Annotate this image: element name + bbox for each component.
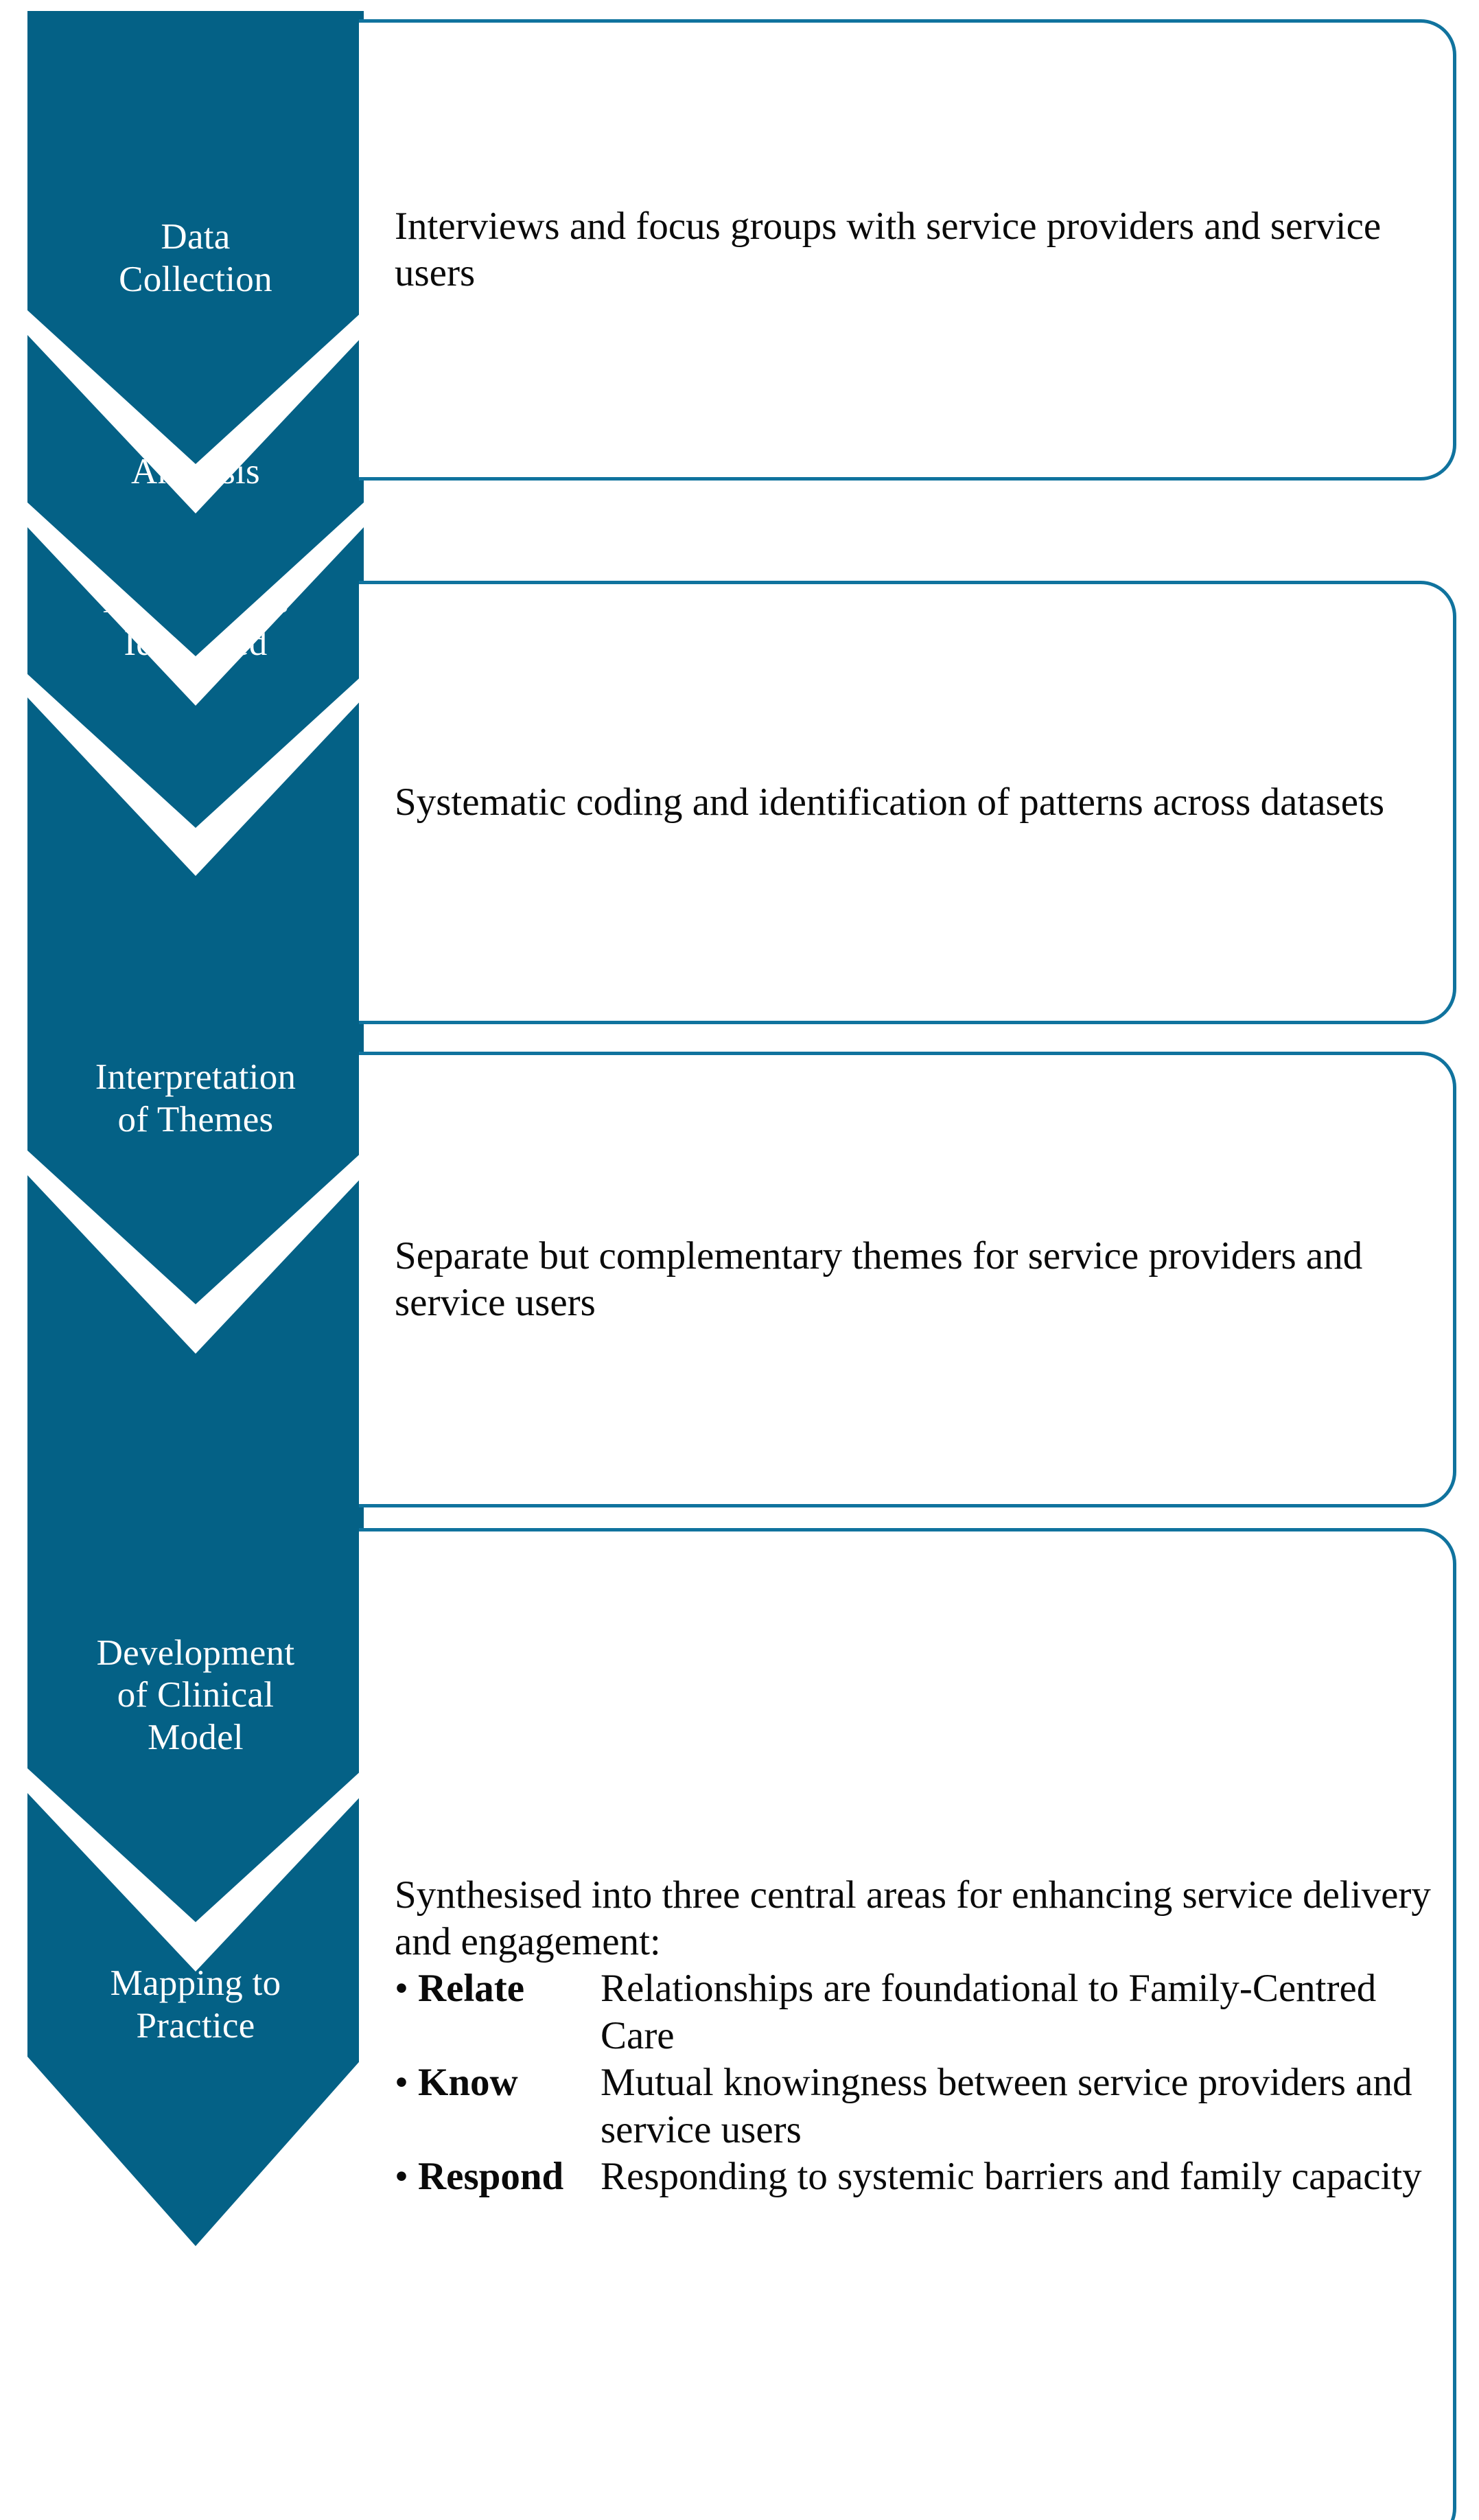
detail-lead-key-themes-identified: Separate but complementary themes for se…	[395, 1234, 1363, 1324]
stage-label-interpretation-of-themes: Interpretation of Themes	[95, 1057, 296, 1140]
detail-lead-data-collection: Interviews and focus groups with service…	[395, 204, 1382, 294]
domain-term: Relate	[418, 1967, 525, 2011]
bullet-dot-icon: •	[395, 2061, 408, 2105]
domain-item: •Respond Responding to systemic barriers …	[395, 2153, 1435, 2200]
stage-label-mapping-to-practice: Mapping to Practice	[110, 1963, 281, 2046]
process-detail-box-interpretation-of-themes[interactable]: Synthesised into three central areas for…	[359, 1528, 1456, 2520]
detail-text-key-themes-identified: Separate but complementary themes for se…	[395, 1233, 1435, 1327]
bullet-dot-icon: •	[395, 2154, 408, 2198]
domain-description: Mutual knowingness between service provi…	[601, 2061, 1412, 2151]
process-detail-box-data-collection[interactable]: Interviews and focus groups with service…	[359, 19, 1456, 481]
domain-description: Relationships are foundational to Family…	[601, 1967, 1377, 2057]
process-detail-box-thematic-analysis[interactable]: Systematic coding and identification of …	[359, 581, 1456, 1024]
stage-label-data-collection: Data Collection	[119, 217, 272, 299]
bullet-dot-icon: •	[395, 1967, 408, 2011]
domain-term: Respond	[418, 2154, 564, 2198]
detail-lead-interpretation-of-themes: Synthesised into three central areas for…	[395, 1873, 1431, 1964]
domain-description: Responding to systemic barriers and fami…	[601, 2154, 1422, 2198]
detail-text-thematic-analysis: Systematic coding and identification of …	[395, 779, 1435, 826]
domain-term: Know	[418, 2061, 518, 2105]
stage-label-development-of-clinical-model: Development of Clinical Model	[96, 1632, 295, 1757]
detail-text-interpretation-of-themes: Synthesised into three central areas for…	[395, 1872, 1435, 2201]
domain-item: •Know Mutual knowingness between service …	[395, 2059, 1435, 2153]
process-detail-box-key-themes-identified[interactable]: Separate but complementary themes for se…	[359, 1052, 1456, 1507]
detail-lead-thematic-analysis: Systematic coding and identification of …	[395, 780, 1385, 824]
domain-item: •Relate Relationships are foundational to…	[395, 1965, 1435, 2059]
process-stage-rail: Data CollectionThematic AnalysisKey Them…	[0, 0, 384, 2520]
detail-text-data-collection: Interviews and focus groups with service…	[395, 203, 1435, 297]
